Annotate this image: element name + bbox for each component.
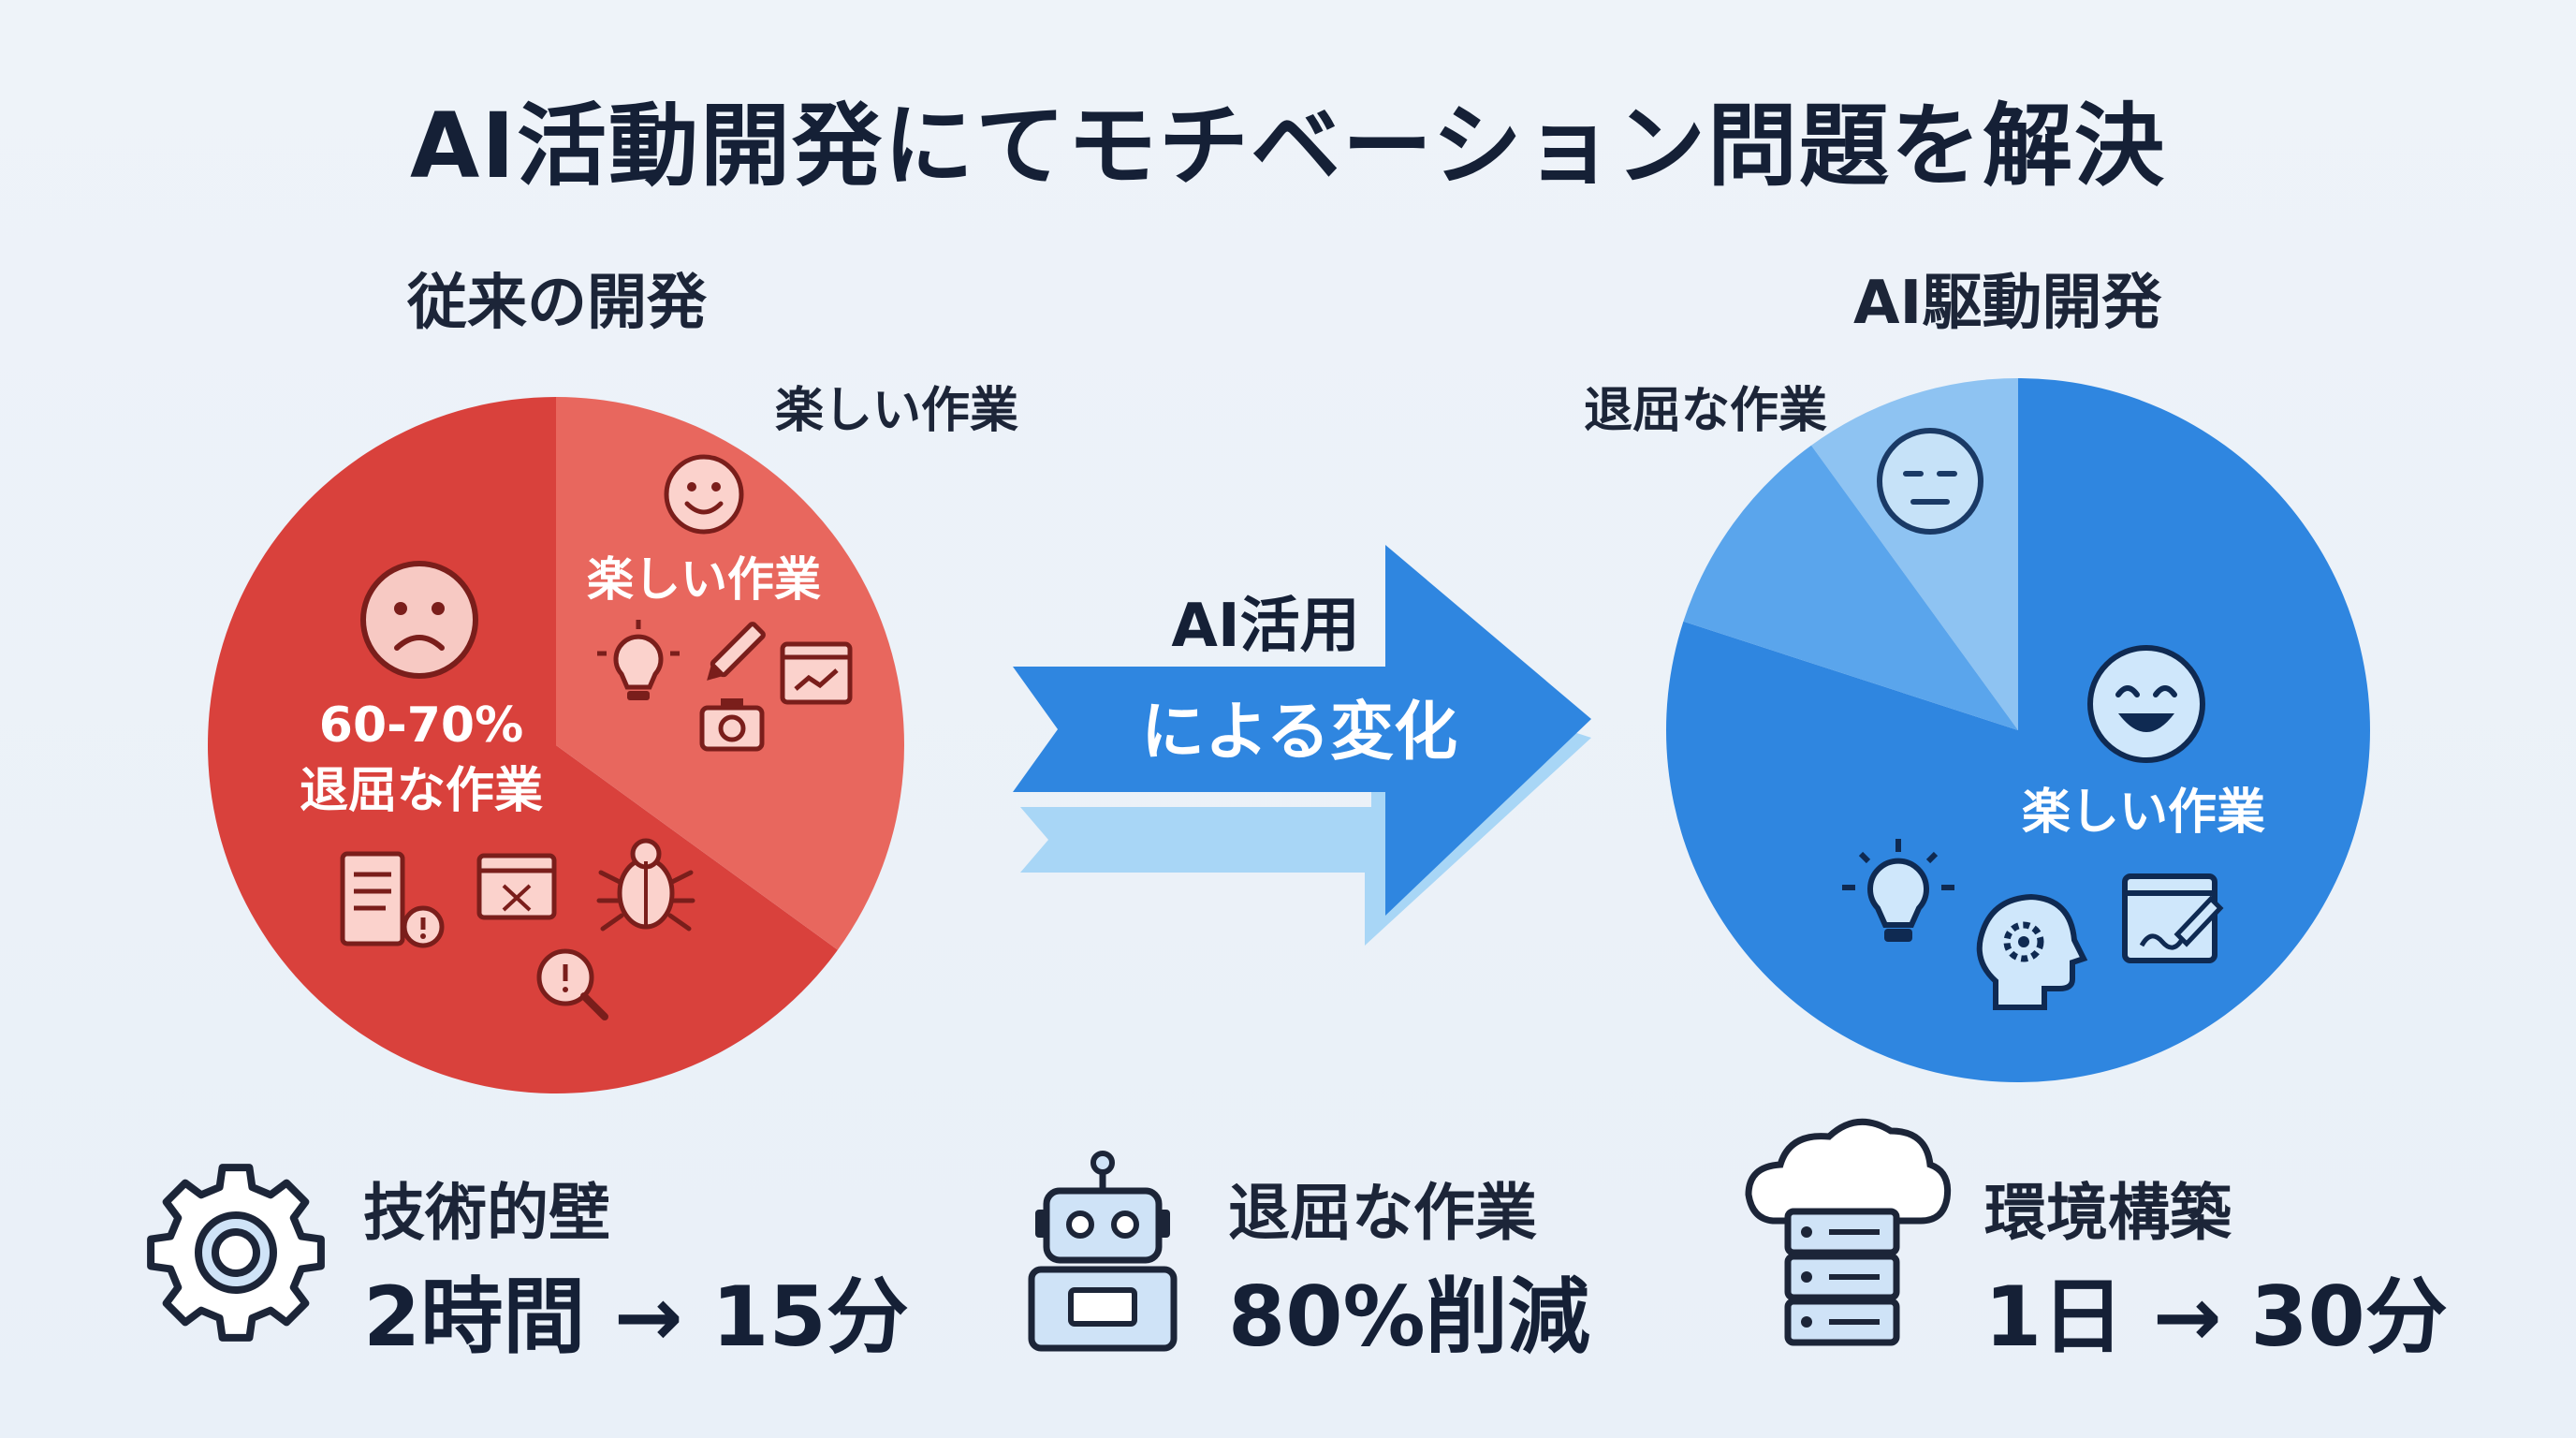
ai-fun-inside-label: 楽しい作業	[2022, 785, 2265, 841]
server-cloud-icon	[1745, 1118, 1952, 1346]
sad-face-icon	[360, 561, 478, 679]
stat-label-env-setup: 環境構築	[1984, 1177, 2232, 1249]
robot-icon	[1028, 1151, 1178, 1352]
traditional-fun-outside-label: 楽しい作業	[775, 383, 1019, 439]
transition-arrow	[1013, 545, 1591, 916]
stat-value-env-setup: 1日 → 30分	[1984, 1269, 2448, 1365]
edit-window-icon	[2122, 873, 2224, 963]
chart-title-ai: AI駆動開発	[1853, 269, 2162, 338]
document-warning-icon	[340, 851, 445, 948]
pie-slice-traditional-fun	[556, 397, 904, 950]
search-warning-icon	[536, 948, 608, 1020]
traditional-bored-pct-label: 60-70%	[319, 697, 523, 754]
traditional-bored-text-label: 退屈な作業	[300, 763, 543, 819]
smile-icon	[664, 454, 744, 535]
code-window-icon	[476, 853, 557, 920]
edit-window-icon	[780, 641, 853, 705]
arrow-label-line2: による変化	[1141, 696, 1457, 770]
camera-icon	[699, 698, 765, 752]
stat-value-tech-barrier: 2時間 → 15分	[363, 1269, 909, 1365]
lightbulb-icon	[597, 620, 680, 700]
bug-icon	[596, 838, 695, 932]
arrow-label-line1: AI活用	[1171, 592, 1359, 661]
lightbulb-icon	[1842, 839, 1954, 942]
grin-icon	[2087, 645, 2205, 763]
traditional-fun-inside-label: 楽しい作業	[587, 552, 821, 607]
chart-title-traditional: 従来の開発	[407, 269, 707, 338]
page-title: AI活動開発にてモチベーション問題を解決	[409, 94, 2167, 198]
stat-value-boring-work: 80%削減	[1228, 1269, 1590, 1365]
ai-bored-outside-label: 退屈な作業	[1584, 383, 1828, 439]
stat-label-boring-work: 退屈な作業	[1228, 1177, 1537, 1249]
pencil-icon	[707, 622, 766, 681]
pie-slice-ai-bored-mid	[1683, 445, 2018, 730]
gear-icon	[147, 1164, 325, 1342]
stat-label-tech-barrier: 技術的壁	[363, 1177, 610, 1249]
head-gear-icon	[1976, 893, 2088, 1010]
neutral-face-icon	[1877, 428, 1983, 535]
